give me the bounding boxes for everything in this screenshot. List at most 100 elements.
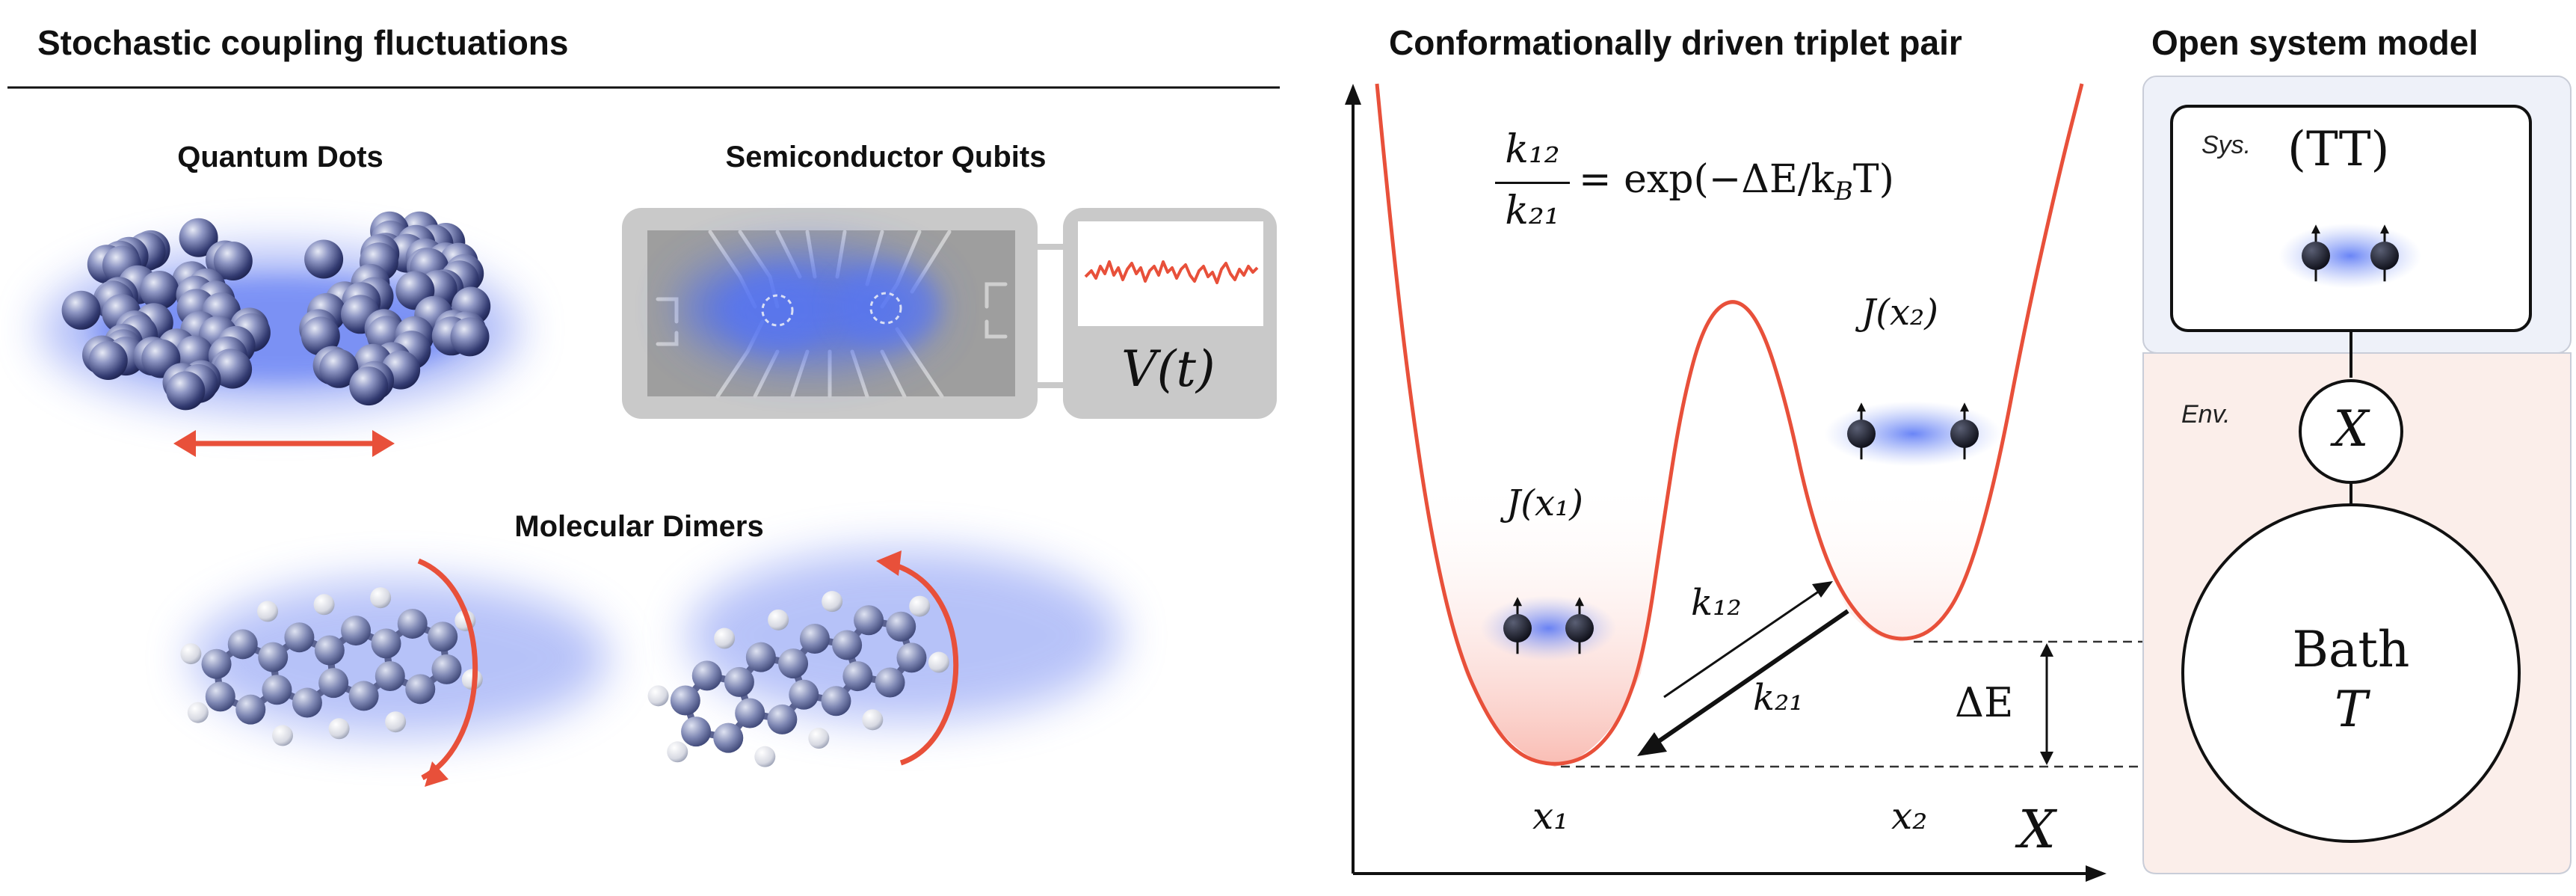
carbon-atom	[713, 722, 744, 753]
torsion-arrow-a	[417, 558, 478, 781]
carbon-atom	[854, 605, 884, 636]
hydrogen-atom	[909, 595, 931, 617]
molecular-dimers-illustration	[180, 550, 1121, 787]
molecular-dimer-a	[180, 587, 483, 746]
carbon-atom	[341, 616, 372, 646]
voltage-label: V(t)	[1121, 340, 1215, 398]
header-triplet-pair: Conformationally driven triplet pair	[1389, 23, 1962, 62]
carbon-atom	[262, 675, 292, 705]
spin-glow	[1824, 401, 2002, 467]
env-label: Env.	[2181, 400, 2231, 429]
spin-electron	[1503, 614, 1532, 642]
carbon-atom	[371, 628, 401, 659]
carbon-atom	[875, 667, 905, 698]
torsion-arrow-b	[892, 562, 959, 766]
carbon-atom	[227, 629, 258, 660]
sys-name: (TT)	[2287, 122, 2390, 177]
hydrogen-atom	[822, 591, 843, 613]
x-axis-label: X	[2018, 799, 2056, 860]
nanocrystal-atom	[166, 371, 206, 411]
voltage-noise-trace	[1084, 260, 1259, 284]
nanocrystal-atom	[179, 218, 218, 257]
rate-eq-rhs: = exp(−ΔE/kBT)	[1579, 157, 1894, 206]
nanocrystal-atom	[61, 290, 101, 330]
carbon-atom	[691, 660, 722, 691]
carbon-atom	[284, 622, 315, 653]
spin-electron	[1565, 614, 1594, 642]
carbon-atom	[832, 630, 863, 660]
carbon-atom	[670, 685, 700, 716]
double-well-potential	[1375, 83, 2084, 766]
x2-tick-label: x₂	[1891, 794, 1928, 838]
rate-eq-fraction-bar	[1495, 182, 1570, 184]
k21-arrow	[1648, 609, 1849, 750]
bath-temperature: T	[2334, 681, 2368, 738]
nanocrystal-atom	[301, 316, 340, 356]
nanocrystal-atom	[450, 317, 490, 357]
hydrogen-atom	[272, 725, 294, 746]
well-shading	[1420, 479, 1992, 767]
bath-circle	[2181, 503, 2521, 843]
carbon-atom	[842, 661, 873, 692]
hydrogen-atom	[768, 609, 789, 630]
env-node-label: X	[2333, 400, 2369, 458]
spin-pair-x1	[1480, 595, 1617, 661]
subtitle-quantum-dots: Quantum Dots	[177, 141, 383, 174]
J-x2-label: J(x₂)	[1861, 292, 1939, 334]
carbon-atom	[767, 704, 798, 734]
k21-label: k₂₁	[1753, 677, 1804, 719]
carbon-atom	[745, 642, 776, 672]
nanocrystal-atom	[88, 341, 128, 380]
spin-pair-system	[2278, 223, 2422, 289]
k12-label: k₁₂	[1691, 582, 1742, 624]
hydrogen-atom	[808, 728, 830, 749]
sys-label: Sys.	[2201, 131, 2252, 159]
semiconductor-qubit-chip	[622, 208, 1277, 419]
hydrogen-atom	[313, 594, 335, 616]
carbon-atom	[724, 666, 754, 697]
carbon-atom	[735, 698, 765, 728]
hydrogen-atom	[714, 627, 736, 649]
carbon-atom	[405, 674, 436, 705]
voltage-trace-screen	[1078, 221, 1263, 326]
carbon-atom	[397, 608, 428, 639]
carbon-atom	[681, 717, 712, 747]
spin-pair-x2	[1824, 401, 2002, 467]
open-system-model	[2142, 76, 2572, 874]
quantum-dot-left	[61, 218, 271, 411]
header-open-system: Open system model	[2151, 23, 2479, 62]
J-x1-label: J(x₁)	[1506, 482, 1584, 524]
nanocrystal-atom	[213, 242, 253, 280]
hydrogen-atom	[647, 685, 669, 707]
quantum-dots-illustration	[41, 211, 520, 457]
carbon-atom	[201, 648, 232, 679]
carbon-atom	[799, 623, 830, 654]
hydrogen-atom	[385, 711, 407, 733]
nanocrystal-atom	[213, 349, 253, 389]
hydrogen-atom	[328, 718, 350, 740]
header-stochastic-coupling: Stochastic coupling fluctuations	[37, 23, 569, 62]
k12-arrow	[1663, 586, 1825, 699]
carbon-atom	[431, 654, 462, 684]
carbon-atom	[778, 648, 809, 679]
nanocrystal-atom	[304, 239, 344, 279]
hydrogen-atom	[370, 587, 392, 609]
hydrogen-atom	[180, 643, 202, 665]
spin-electron	[1950, 420, 1979, 448]
bath-label: Bath	[2292, 621, 2410, 678]
carbon-atom	[886, 611, 916, 642]
nanocrystal-atom	[349, 366, 389, 406]
spin-electron	[1847, 420, 1876, 448]
rate-eq-numerator: k₁₂	[1505, 127, 1560, 172]
carbon-atom	[314, 635, 345, 666]
quantum-dot-right	[299, 211, 491, 406]
molecular-dimer-b	[647, 591, 949, 767]
carbon-atom	[821, 686, 851, 717]
nanocrystal-atom	[140, 271, 179, 310]
spin-electron	[2302, 242, 2330, 270]
x1-tick-label: x₁	[1532, 794, 1569, 838]
spin-glow	[2278, 223, 2422, 289]
hydrogen-atom	[667, 741, 688, 763]
carbon-atom	[375, 661, 405, 692]
